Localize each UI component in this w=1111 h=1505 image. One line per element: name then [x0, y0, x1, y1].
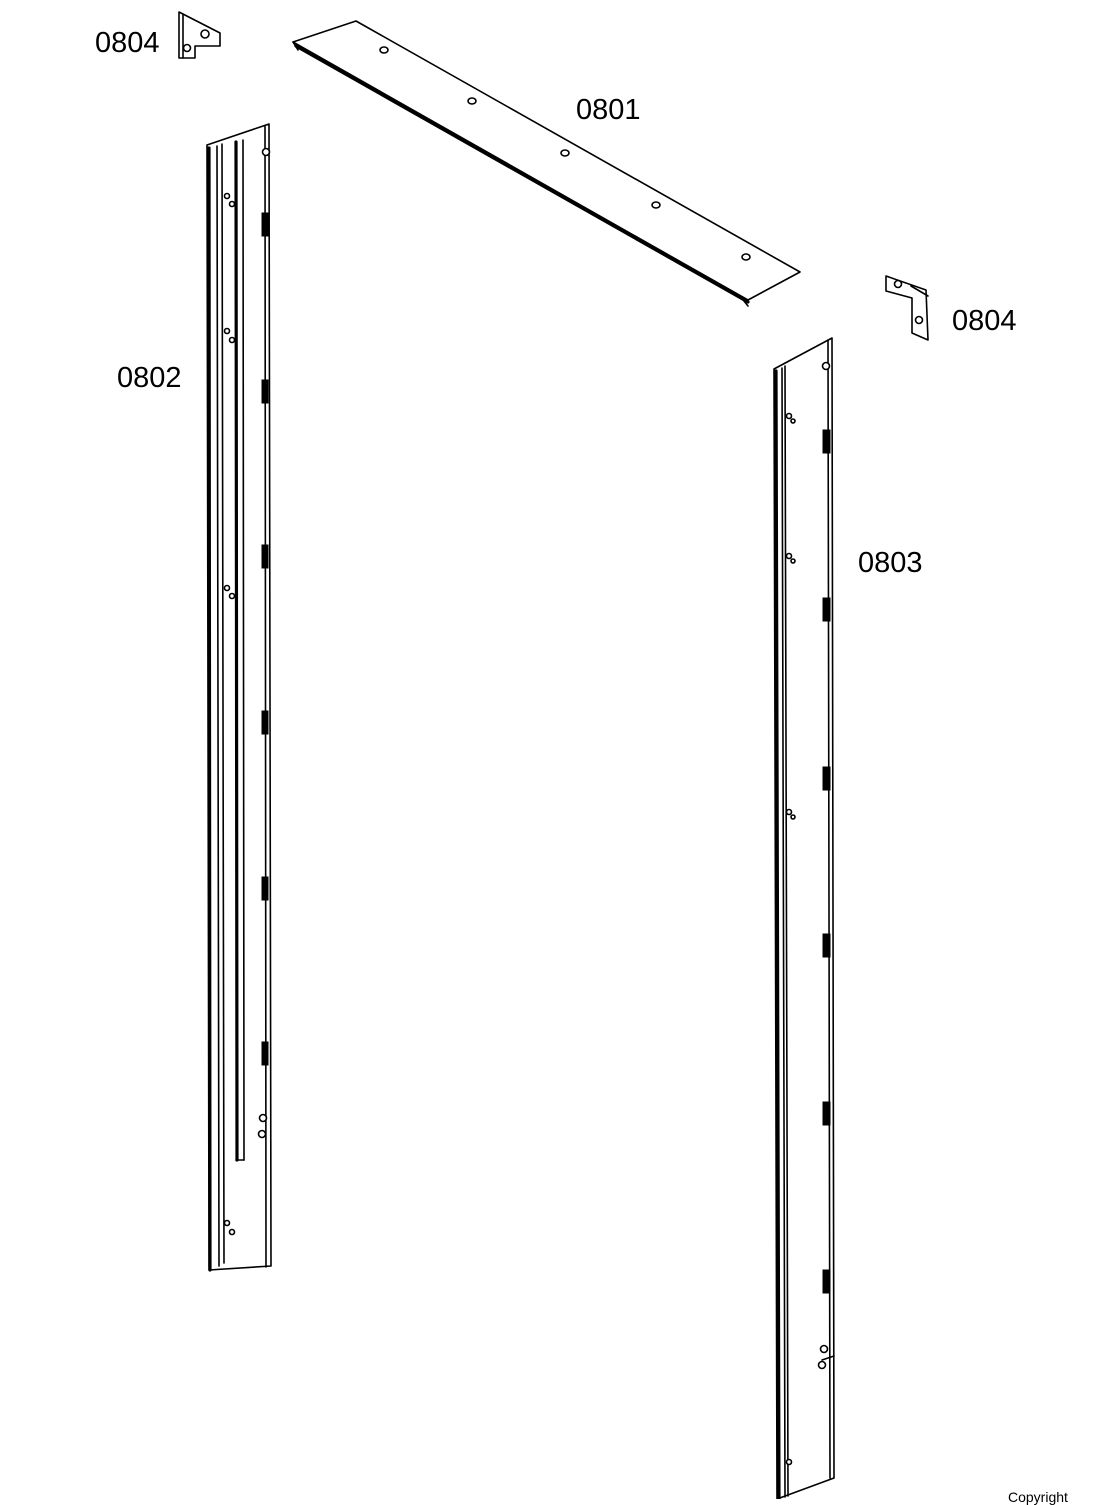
right-post-slots — [822, 429, 831, 1294]
left-post-slots — [261, 212, 269, 1066]
callout-0803: 0803 — [858, 547, 923, 579]
callout-0804-top-left: 0804 — [95, 27, 160, 59]
copyright-footer: Copyright — [1008, 1489, 1068, 1505]
top-rail-part — [292, 20, 801, 307]
right-post-part — [773, 337, 835, 1499]
bracket-top-left-part — [178, 11, 221, 59]
rail-hole — [741, 253, 751, 261]
callout-0802: 0802 — [117, 362, 182, 394]
rail-hole — [651, 201, 661, 209]
rail-hole — [379, 46, 389, 54]
callout-0804-right: 0804 — [952, 305, 1017, 337]
rail-hole — [467, 97, 477, 105]
callout-0801: 0801 — [576, 94, 641, 126]
bracket-right-part — [885, 275, 929, 341]
left-post-part — [206, 123, 272, 1272]
rail-hole — [560, 149, 570, 157]
